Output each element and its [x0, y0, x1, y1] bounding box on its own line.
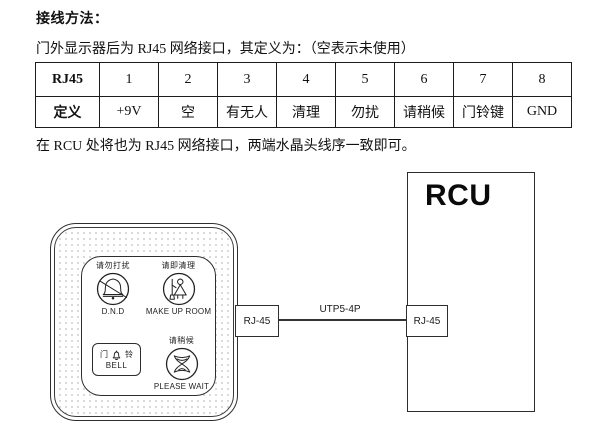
doorbell-button: 门 铃 BELL [92, 343, 141, 376]
make-up-room-label-cn: 请即清理 [161, 261, 196, 270]
panel-textured-frame: 请勿打扰 D.N.D 请即清理 [54, 227, 234, 417]
please-wait-label-cn: 请稍候 [168, 336, 195, 345]
please-wait-indicator: 请稍候 PLEASE WAIT [148, 337, 215, 391]
pin-definition: 请稍候 [394, 96, 454, 128]
dnd-label-en: D.N.D [101, 307, 125, 316]
please-wait-label-en: PLEASE WAIT [153, 382, 210, 391]
pin-definition: +9V [99, 96, 159, 128]
pin-definition: 有无人 [217, 96, 277, 128]
rj45-pin-table: RJ45 1 2 3 4 5 6 7 8 定义 +9V 空 有无人 清理 勿扰 … [35, 62, 572, 128]
doorbell-label-en: BELL [105, 360, 128, 370]
pin-definition: 空 [158, 96, 218, 128]
pin-number: 6 [394, 62, 454, 97]
section-title: 接线方法： [36, 12, 109, 27]
pin-number: 2 [158, 62, 218, 97]
panel-face: 请勿打扰 D.N.D 请即清理 [81, 256, 216, 396]
make-up-room-indicator: 请即清理 MAKE UP ROOM [142, 262, 215, 316]
small-bell-icon [112, 349, 121, 360]
pin-definition: 清理 [276, 96, 336, 128]
cable-type-label: UTP5-4P [319, 304, 361, 315]
housekeeper-icon [162, 272, 195, 306]
table-header-rj45: RJ45 [35, 62, 100, 97]
pin-number: 8 [512, 62, 572, 97]
rcu-rj45-label: RJ-45 [413, 315, 441, 327]
rcu-title: RCU [425, 179, 492, 212]
intro-text: 门外显示器后为 RJ45 网络接口，其定义为：（空表示未使用） [36, 42, 415, 57]
hourglass-icon [165, 347, 198, 381]
doorbell-button-top-row: 门 铃 [100, 349, 133, 361]
rcu-note-text: 在 RCU 处将也为 RJ45 网络接口，两端水晶头线序一致即可。 [36, 139, 416, 154]
rcu-unit: RCU [407, 172, 535, 412]
pin-number: 3 [217, 62, 277, 97]
doorbell-char-door: 门 [100, 350, 108, 359]
pin-number: 5 [335, 62, 395, 97]
do-not-disturb-bell-icon [96, 272, 130, 306]
pin-definition: GND [512, 96, 572, 128]
make-up-room-label-en: MAKE UP ROOM [145, 307, 212, 316]
pin-definition: 勿扰 [335, 96, 395, 128]
panel-rj45-label: RJ-45 [243, 315, 271, 327]
pin-number: 7 [453, 62, 513, 97]
pin-number: 1 [99, 62, 159, 97]
doorbell-char-bell: 铃 [125, 350, 133, 359]
table-header-definition: 定义 [35, 96, 100, 128]
table-row-definitions: 定义 +9V 空 有无人 清理 勿扰 请稍候 门铃键 GND [35, 96, 572, 128]
rcu-rj45-connector: RJ-45 [406, 305, 448, 337]
panel-rj45-connector: RJ-45 [235, 305, 279, 337]
dnd-label-cn: 请勿打扰 [96, 261, 130, 270]
pin-definition: 门铃键 [453, 96, 513, 128]
table-row-pins: RJ45 1 2 3 4 5 6 7 8 [35, 62, 572, 97]
door-display-panel: 请勿打扰 D.N.D 请即清理 [50, 223, 238, 421]
dnd-indicator: 请勿打扰 D.N.D [83, 262, 143, 316]
pin-number: 4 [276, 62, 336, 97]
utp-cable-line [277, 319, 407, 321]
